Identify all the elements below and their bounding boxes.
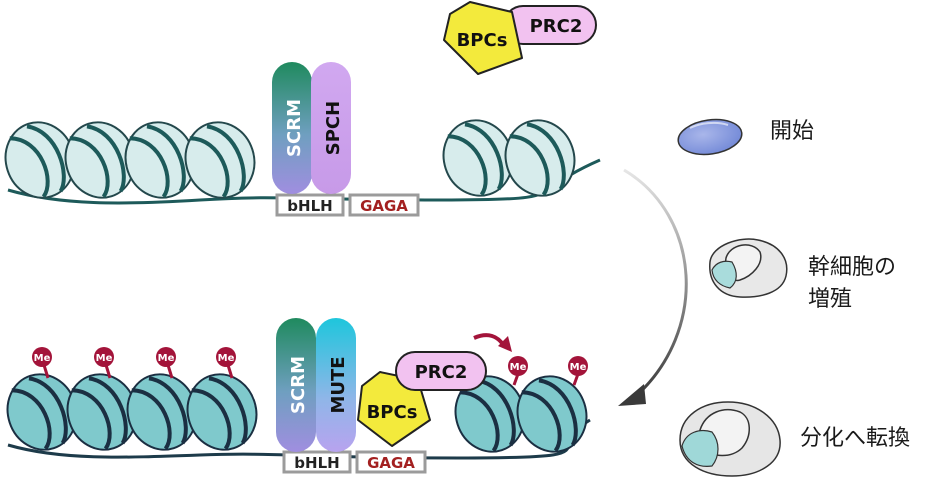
top-nucleosome bbox=[124, 121, 196, 199]
methyl-mark: Me bbox=[94, 347, 114, 379]
top-scrm-label: SCRM bbox=[284, 99, 305, 157]
methyl-mark: Me bbox=[508, 356, 528, 386]
top-gaga-box bbox=[348, 193, 420, 217]
top-nucleosome bbox=[64, 121, 136, 199]
methyl-mark: Me bbox=[32, 347, 52, 379]
bottom-mute-factor bbox=[316, 318, 356, 452]
bottom-nucleosome bbox=[6, 373, 78, 451]
methyl-label: Me bbox=[570, 362, 587, 373]
methyl-label: Me bbox=[218, 353, 235, 364]
top-bpcs-label: BPCs bbox=[457, 30, 508, 51]
stage-differentiation-line1: 分化へ転換 bbox=[800, 426, 911, 451]
methyl-label: Me bbox=[510, 362, 527, 373]
methyl-mark: Me bbox=[156, 347, 176, 379]
bottom-scrm-factor bbox=[276, 318, 316, 452]
methylation-arrow-icon bbox=[473, 333, 506, 348]
stage-initiation-label: 開始 bbox=[770, 116, 814, 148]
bottom-scrm-label: SCRM bbox=[288, 356, 309, 414]
methyl-label: Me bbox=[158, 353, 175, 364]
transition-arrowhead-icon bbox=[618, 384, 646, 406]
methyl-mark: Me bbox=[568, 356, 588, 386]
top-spch-label: SPCH bbox=[323, 101, 344, 155]
stage-proliferation-line1: 幹細胞の bbox=[808, 255, 897, 280]
bottom-nucleosome bbox=[186, 373, 258, 451]
top-bhlh-label: bHLH bbox=[287, 197, 332, 215]
methylation-arrowhead-icon bbox=[498, 336, 512, 352]
bottom-mute-label: MUTE bbox=[328, 356, 349, 413]
bottom-chromatin: Me Me Me Me Me Me bbox=[6, 318, 591, 474]
differentiating-cell-icon bbox=[679, 401, 781, 477]
bottom-nucleosome bbox=[516, 375, 588, 453]
initial-cell-icon bbox=[677, 118, 743, 156]
bottom-bhlh-box bbox=[282, 450, 352, 474]
methyl-mark: Me bbox=[216, 347, 236, 379]
bottom-bpcs-label: BPCs bbox=[367, 402, 418, 423]
methyl-label: Me bbox=[96, 353, 113, 364]
top-nucleosome bbox=[4, 121, 76, 199]
proliferating-cell-icon bbox=[709, 238, 788, 298]
stage-proliferation-label: 幹細胞の 増殖 bbox=[808, 252, 896, 316]
transition-arrow-icon bbox=[623, 168, 688, 400]
bottom-prc2-label: PRC2 bbox=[415, 362, 468, 383]
top-spch-factor bbox=[311, 62, 351, 194]
bottom-prc2-complex bbox=[395, 351, 487, 391]
bottom-gaga-box bbox=[355, 450, 427, 474]
methyl-label: Me bbox=[34, 353, 51, 364]
bottom-nucleosome bbox=[126, 373, 198, 451]
bottom-bhlh-label: bHLH bbox=[294, 454, 339, 472]
top-bpcs-complex bbox=[443, 1, 523, 75]
top-scrm-factor bbox=[272, 62, 312, 194]
top-nucleosome bbox=[504, 119, 576, 197]
stage-differentiation-label: 分化へ転換 bbox=[800, 423, 910, 455]
top-nucleosome bbox=[184, 121, 256, 199]
top-prc2-label: PRC2 bbox=[530, 16, 583, 37]
top-bhlh-box bbox=[275, 193, 345, 217]
stage-initiation-line1: 開始 bbox=[770, 119, 815, 144]
top-gaga-label: GAGA bbox=[360, 197, 408, 215]
top-chromatin: bHLH GAGA SCRM SPCH PRC2 BPCs bbox=[4, 1, 601, 217]
stage-proliferation-line2: 増殖 bbox=[808, 287, 853, 312]
bottom-gaga-label: GAGA bbox=[367, 454, 415, 472]
